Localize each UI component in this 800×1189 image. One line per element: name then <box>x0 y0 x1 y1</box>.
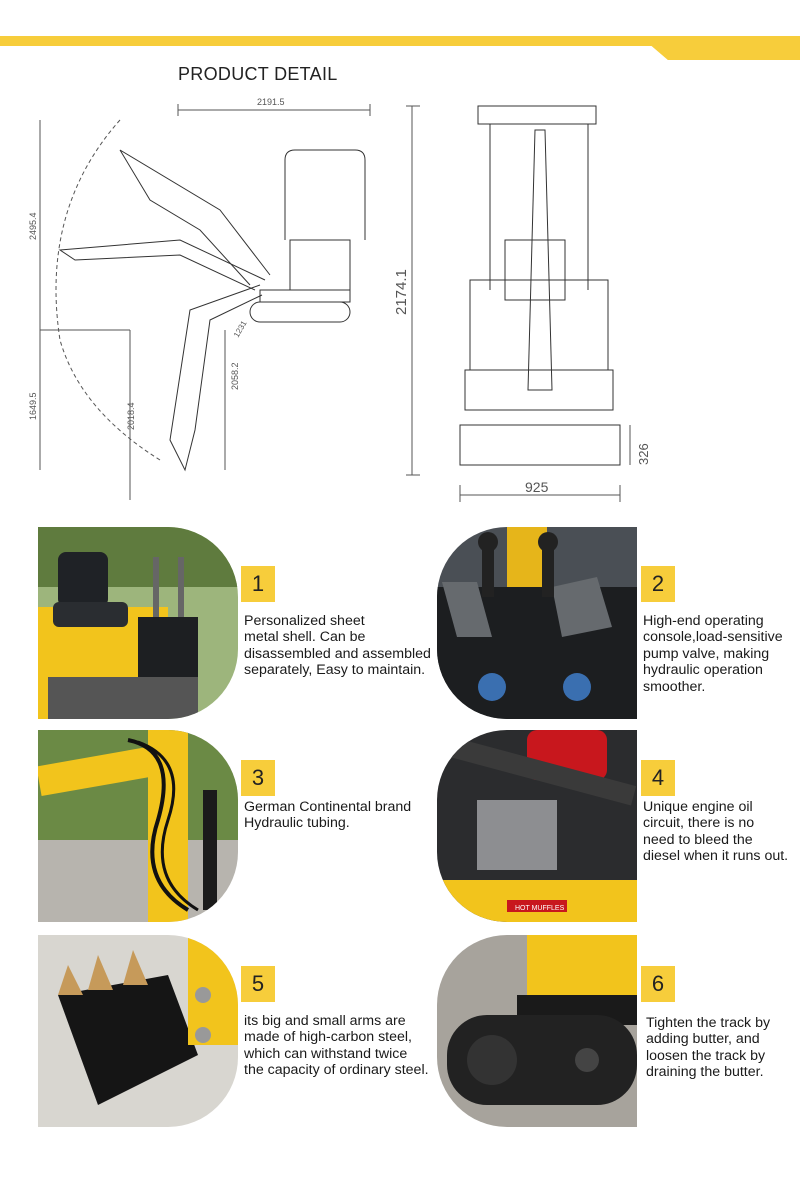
feature-text-4: Unique engine oil circuit, there is no n… <box>643 799 789 865</box>
photo-operator-seat <box>38 527 238 719</box>
photo-bucket-arm <box>38 935 238 1127</box>
feature-text-6: Tighten the track by adding butter, and … <box>646 1015 771 1081</box>
dim-inner-depth: 2018.4 <box>126 402 136 430</box>
feature-text-2: High-end operating console,load-sensitiv… <box>643 613 783 695</box>
feature-number-3: 3 <box>241 760 275 796</box>
dim-top-width: 2191.5 <box>257 97 285 107</box>
dim-front-width: 925 <box>525 479 549 495</box>
feature-text-5: its big and small arms are made of high-… <box>244 1013 429 1079</box>
photo-engine-oil-circuit: HOT MUFFLES <box>437 730 637 922</box>
page-title: PRODUCT DETAIL <box>178 64 338 84</box>
feature-number-5: 5 <box>241 966 275 1002</box>
photo-hydraulic-tubing <box>38 730 238 922</box>
feature-number-4: 4 <box>641 760 675 796</box>
dim-reach-depth: 2058.2 <box>230 362 240 390</box>
dim-small-reach: 1231 <box>232 319 249 339</box>
top-banner <box>0 36 800 60</box>
feature-number-2: 2 <box>641 566 675 602</box>
feature-number-1: 1 <box>241 566 275 602</box>
dim-track-height: 326 <box>636 443 651 465</box>
photo-control-console <box>437 527 637 719</box>
photo-track-tension <box>437 935 637 1127</box>
dim-front-height: 2174.1 <box>393 269 410 315</box>
dim-height-upper: 2495.4 <box>28 212 38 240</box>
feature-text-1: Personalized sheet metal shell. Can be d… <box>244 613 431 679</box>
feature-number-6: 6 <box>641 966 675 1002</box>
technical-drawing: 2191.5 2495.4 1649.5 2018.4 2058.2 1231 … <box>28 97 651 502</box>
muffler-sticker-text: HOT MUFFLES <box>515 905 565 912</box>
dim-height-lower: 1649.5 <box>28 392 38 420</box>
feature-text-3: German Continental brand Hydraulic tubin… <box>244 799 412 832</box>
